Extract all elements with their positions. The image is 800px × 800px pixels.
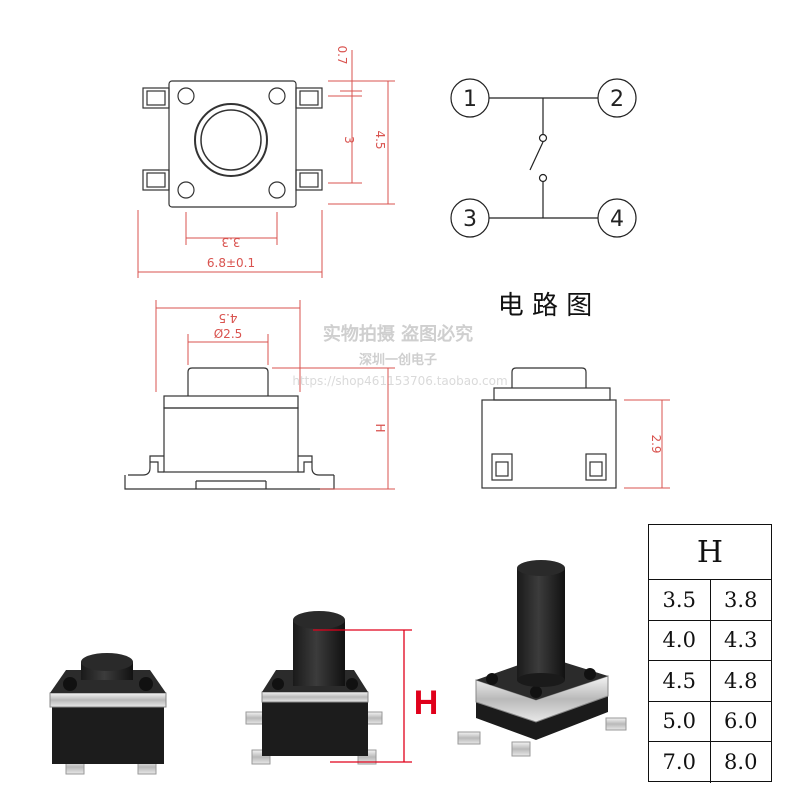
dim-3-label: 3 — [342, 136, 356, 144]
photo-height-marker — [313, 629, 412, 763]
side-view-left — [124, 367, 335, 490]
height-table-header: H — [649, 525, 771, 580]
photo-switch-short — [49, 653, 167, 775]
top-view-post — [177, 87, 195, 105]
table-row: 4.5 4.8 — [649, 661, 771, 702]
side-view-right-dimension-lines — [624, 399, 670, 489]
side-view-right — [481, 367, 617, 489]
top-view-lead — [142, 169, 170, 191]
table-cell: 7.0 — [649, 742, 711, 783]
pin-4-label: 4 — [610, 207, 624, 232]
top-view-actuator — [194, 103, 268, 177]
pin-4-circle — [597, 198, 637, 238]
switch-contact — [529, 141, 544, 171]
side-view-dimension-lines — [155, 300, 395, 490]
dim-6-8-label: 6.8±0.1 — [207, 256, 255, 270]
dim-0-7-label: 0.7 — [335, 45, 349, 64]
height-table: H 3.5 3.8 4.0 4.3 4.5 4.8 5.0 6.0 7.0 8.… — [648, 524, 772, 783]
top-view-post — [268, 87, 286, 105]
table-cell: 4.8 — [724, 668, 758, 693]
pin-1-label: 1 — [463, 87, 477, 112]
top-view-lead — [142, 87, 170, 109]
table-cell: 5.0 — [649, 701, 711, 741]
table-row: 4.0 4.3 — [649, 620, 771, 661]
pin-3-circle — [450, 198, 490, 238]
pin-2-circle — [597, 78, 637, 118]
table-cell: 4.5 — [649, 661, 711, 701]
table-cell: 4.3 — [724, 628, 758, 653]
dim-4-5-top-label: 4.5 — [373, 130, 387, 149]
watermark-line-2: 深圳一创电子 — [359, 352, 437, 368]
top-view-body — [168, 80, 297, 208]
table-cell: 6.0 — [724, 709, 758, 734]
watermark-line-3: https://shop461153706.taobao.com — [292, 374, 507, 388]
watermark-line-1: 实物拍摄 盗图必究 — [323, 323, 473, 345]
circuit-diagram — [450, 78, 637, 238]
top-view — [142, 80, 323, 208]
pin-3-label: 3 — [463, 207, 477, 232]
dim-2-5-label: Ø2.5 — [214, 327, 243, 341]
table-cell: 8.0 — [724, 750, 758, 775]
top-view-lead — [295, 169, 323, 191]
table-cell: 4.0 — [649, 620, 711, 660]
dim-2-9-label: 2.9 — [649, 434, 663, 453]
top-view-dimension-lines — [137, 50, 395, 278]
photo-switch-tall — [457, 560, 627, 757]
top-view-post — [268, 181, 286, 199]
side-view-actuator — [187, 367, 269, 396]
pin-2-label: 2 — [610, 87, 624, 112]
photo-height-marker-label: H — [414, 684, 439, 722]
photo-switch-medium — [245, 611, 383, 765]
side-view-lead — [585, 453, 607, 481]
table-row: 7.0 8.0 — [649, 742, 771, 783]
side-view-lead — [491, 453, 513, 481]
top-view-lead — [295, 87, 323, 109]
table-row: 3.5 3.8 — [649, 580, 771, 621]
table-cell: 3.5 — [649, 580, 711, 620]
pin-1-circle — [450, 78, 490, 118]
dim-H-label: H — [373, 423, 387, 432]
dim-4-5-side-label: 4.5 — [218, 311, 237, 325]
dim-3-3-label: 3.3 — [221, 235, 240, 249]
table-cell: 3.8 — [724, 587, 758, 612]
circuit-caption: 电 路 图 — [498, 291, 593, 321]
table-row: 5.0 6.0 — [649, 701, 771, 742]
top-view-post — [177, 181, 195, 199]
